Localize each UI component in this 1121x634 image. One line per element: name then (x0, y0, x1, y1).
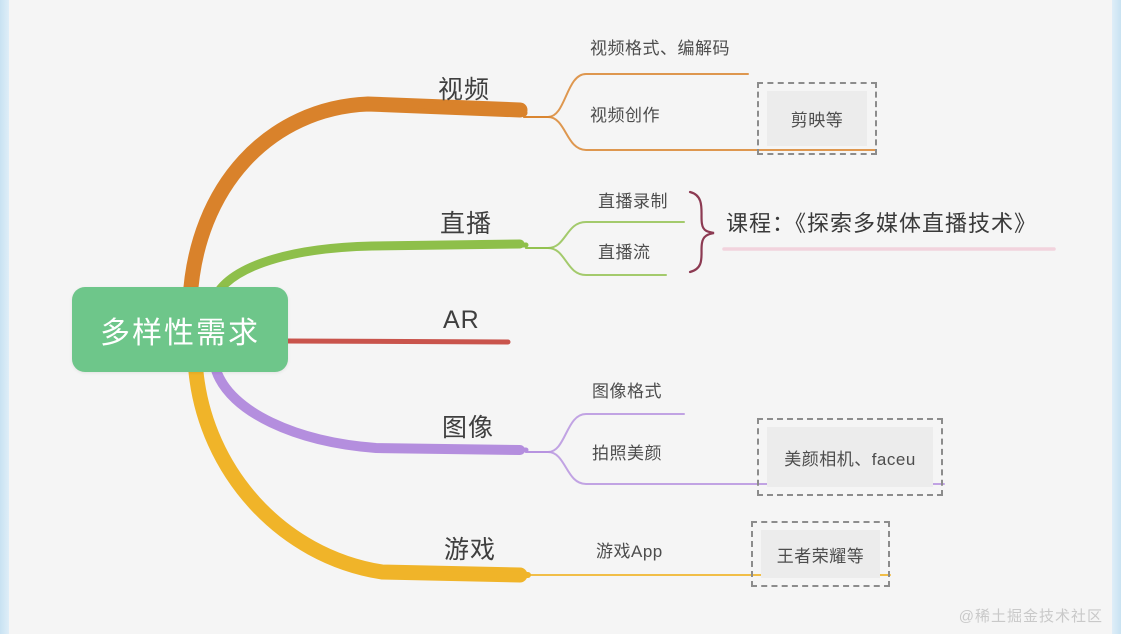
sublabel-video-format[interactable]: 视频格式、编解码 (590, 39, 730, 58)
sublabel-image-beauty[interactable]: 拍照美颜 (592, 444, 662, 463)
left-edge-rail (0, 0, 9, 634)
sublabel-live-record[interactable]: 直播录制 (598, 192, 668, 211)
leaf-box-video[interactable]: 剪映等 (757, 82, 877, 155)
branch-curve-game-taper (427, 571, 531, 578)
branch-curve-image-taper (417, 446, 529, 453)
branch-line-ar (283, 338, 511, 345)
annotation-course-live[interactable]: 课程：《探索多媒体直播技术》 (726, 211, 1038, 236)
branch-label-image[interactable]: 图像 (442, 414, 495, 442)
curly-brace-live (688, 190, 715, 274)
root-node[interactable]: 多样性需求 (72, 287, 288, 372)
root-node-label: 多样性需求 (100, 316, 260, 350)
branch-curve-video-taper (406, 100, 528, 117)
watermark: @稀土掘金技术社区 (958, 608, 1103, 625)
branch-label-video[interactable]: 视频 (438, 76, 491, 104)
leaf-label-video: 剪映等 (790, 111, 844, 130)
leaf-box-game-fill: 王者荣耀等 (761, 530, 880, 578)
branch-label-live[interactable]: 直播 (440, 210, 493, 238)
sublabel-live-stream[interactable]: 直播流 (598, 243, 651, 262)
leaf-box-video-fill: 剪映等 (767, 91, 867, 146)
leaf-label-image: 美颜相机、faceu (784, 449, 916, 469)
leaf-box-game[interactable]: 王者荣耀等 (751, 521, 890, 587)
sublabel-video-create[interactable]: 视频创作 (590, 106, 660, 125)
leaf-box-image[interactable]: 美颜相机、faceu (757, 418, 943, 496)
right-edge-rail (1112, 0, 1121, 634)
branch-curve-video (182, 96, 528, 308)
leaf-label-game: 王者荣耀等 (776, 546, 865, 566)
sublabel-image-format[interactable]: 图像格式 (592, 382, 662, 401)
sublabel-game-app[interactable]: 游戏App (596, 542, 663, 561)
branch-label-game[interactable]: 游戏 (444, 536, 497, 564)
branch-label-ar[interactable]: AR (443, 306, 480, 334)
leaf-box-image-fill: 美颜相机、faceu (767, 427, 933, 487)
